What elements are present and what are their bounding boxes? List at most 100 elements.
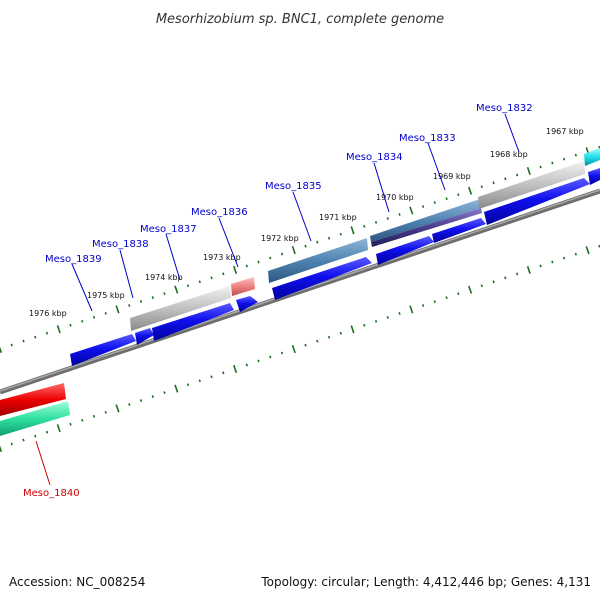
minor-tick [304,244,307,248]
gene-label-meso-1835[interactable]: Meso_1835 [265,181,322,192]
minor-tick [316,339,319,343]
minor-tick [433,300,436,303]
minor-tick [257,359,260,363]
minor-tick [398,312,401,315]
minor-tick [151,395,154,398]
minor-tick [386,316,389,319]
major-tick [0,346,3,354]
gene-feature-cyan[interactable] [584,148,600,166]
minor-tick [163,292,166,295]
minor-tick [186,284,190,288]
gene-feature-green[interactable] [0,401,70,436]
minor-tick [69,323,72,327]
gene-arrow-blue-5[interactable] [272,257,372,300]
minor-tick [492,280,495,284]
major-tick [291,246,296,255]
gene-features [0,148,600,436]
gene-feature-steel-1[interactable] [268,238,368,283]
lower-tick-track [0,244,600,453]
minor-tick [316,240,319,244]
minor-tick [457,193,460,197]
minor-tick [562,256,566,260]
minor-tick [363,224,366,228]
gene-arrow-blue-9[interactable] [588,168,600,185]
gene-arrow-blue-8[interactable] [484,178,590,225]
gene-arrow-blue-1[interactable] [70,334,136,366]
kbp-label-1974: 1974 kbp [145,273,183,282]
gene-feature-navy[interactable] [371,208,482,247]
gene-feature-steel-2[interactable] [370,199,481,242]
gene-feature-red[interactable] [0,383,66,416]
minor-tick [457,292,460,296]
minor-tick [374,221,378,224]
minor-tick [504,276,507,280]
major-tick [115,305,120,314]
major-tick [115,404,120,413]
gene-feature-salmon[interactable] [231,277,255,296]
minor-tick [151,296,154,299]
minor-tick [222,272,225,276]
gene-label-meso-1840[interactable]: Meso_1840 [23,488,80,499]
minor-tick [104,411,107,414]
gene-label-meso-1837[interactable]: Meso_1837 [140,224,197,235]
major-tick [233,364,238,373]
gene-feature-gray-1[interactable] [130,286,231,331]
kbp-label-1970: 1970 kbp [376,193,414,202]
minor-tick [34,335,37,339]
minor-tick [139,399,143,402]
minor-tick [81,418,84,422]
minor-tick [480,185,483,189]
minor-tick [222,371,225,375]
gene-feature-gray-2[interactable] [478,161,585,209]
gene-arrow-blue-4[interactable] [236,296,258,312]
minor-tick [327,335,331,339]
major-tick [526,265,531,275]
gene-arrow-blue-2[interactable] [135,328,154,345]
minor-tick [480,284,483,288]
minor-tick [245,264,248,268]
minor-tick [45,430,49,434]
minor-tick [433,201,436,204]
minor-tick [92,315,96,319]
kbp-label-1972: 1972 kbp [261,234,299,243]
minor-tick [104,312,107,315]
gene-label-meso-1839[interactable]: Meso_1839 [45,254,102,265]
kbp-label-1976: 1976 kbp [29,309,67,318]
gene-arrow-blue-7[interactable] [432,218,486,243]
major-tick [409,206,414,215]
major-tick [174,285,179,294]
minor-tick [257,260,260,264]
gene-label-meso-1832[interactable]: Meso_1832 [476,103,533,114]
major-tick [585,246,590,255]
accession-text: Accession: NC_008254 [9,575,145,589]
minor-tick [269,256,272,260]
minor-tick [304,343,307,347]
minor-tick [327,236,331,240]
minor-tick [445,296,448,300]
gene-label-meso-1836[interactable]: Meso_1836 [191,207,248,218]
genome-backbone [0,188,600,395]
major-tick [56,424,61,433]
gene-label-meso-1833[interactable]: Meso_1833 [399,133,456,144]
minor-tick [445,197,448,201]
kbp-label-1968: 1968 kbp [490,150,528,159]
major-tick [174,384,179,393]
major-tick [468,186,473,195]
minor-tick [574,153,577,157]
kbp-label-1969: 1969 kbp [433,172,471,181]
gene-arrow-blue-6[interactable] [376,236,434,265]
gene-label-meso-1838[interactable]: Meso_1838 [92,239,149,250]
minor-tick [210,375,213,379]
major-tick [233,265,238,274]
minor-tick [421,205,425,208]
gene-label-meso-1834[interactable]: Meso_1834 [346,152,403,163]
major-tick [409,305,414,314]
minor-tick [45,331,49,335]
minor-tick [163,391,166,394]
gene-arrow-blue-3[interactable] [152,303,234,341]
major-tick [468,285,473,294]
minor-tick [69,422,72,426]
minor-tick [363,323,366,327]
minor-tick [198,379,201,383]
